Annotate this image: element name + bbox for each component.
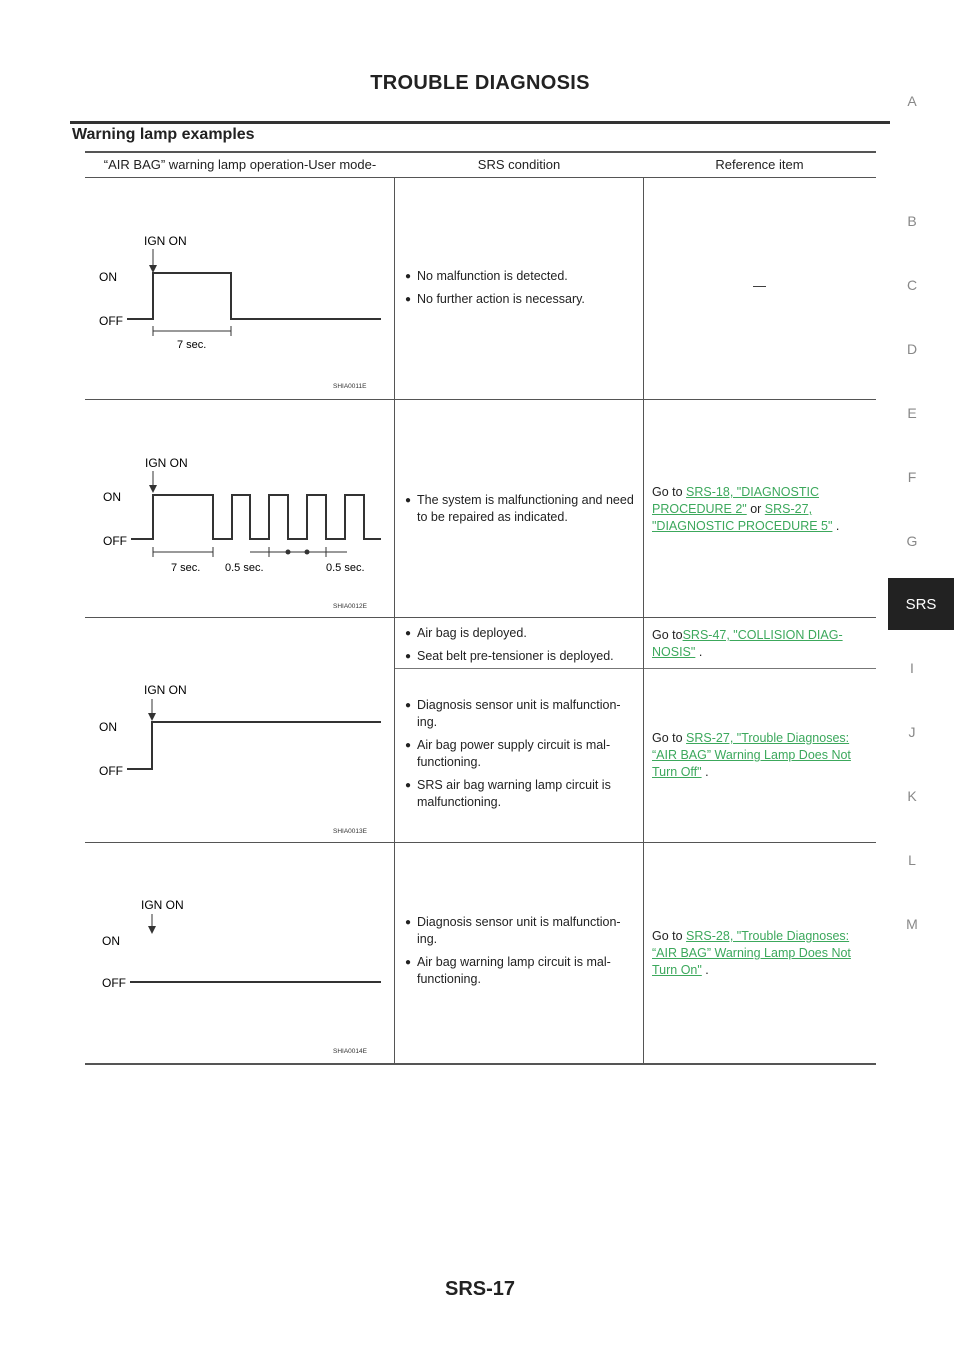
reference-link[interactable]: SRS-18, "DIAGNOSTIC PROCEDURE 2": [652, 485, 819, 516]
reference-cell-3b: Go to SRS-27, "Trouble Diagnoses: “AIR B…: [652, 731, 851, 779]
side-index-j[interactable]: J: [908, 724, 916, 740]
row-divider: [85, 842, 876, 843]
page-title: TROUBLE DIAGNOSIS: [370, 72, 590, 94]
side-index-l[interactable]: L: [908, 852, 916, 868]
condition-cell-4: Diagnosis sensor unit is malfunction-ing…: [405, 914, 635, 994]
condition-item: Air bag warning lamp circuit is mal-func…: [405, 954, 635, 988]
figure-code: SHIA0013E: [333, 828, 367, 835]
condition-item: Seat belt pre-tensioner is deployed.: [405, 648, 635, 665]
waveform-flashing: IGN ON ON OFF 7 sec. 0.5 sec. 0.5 sec.: [103, 456, 381, 574]
side-index-f[interactable]: F: [907, 469, 917, 485]
section-heading: Warning lamp examples: [72, 126, 255, 143]
condition-item: Air bag power supply circuit is mal-func…: [405, 737, 635, 771]
off-label: OFF: [103, 534, 127, 548]
ign-on-label: IGN ON: [144, 234, 187, 248]
condition-item: No further action is necessary.: [405, 291, 635, 308]
side-index-b[interactable]: B: [907, 213, 917, 229]
side-index-i[interactable]: I: [910, 660, 914, 676]
reference-link[interactable]: SRS-47, "COLLISION DIAG-NOSIS": [652, 628, 843, 659]
off-label: OFF: [99, 764, 123, 778]
on-label: ON: [99, 270, 117, 284]
ign-on-label: IGN ON: [144, 683, 187, 697]
ign-on-label: IGN ON: [141, 898, 184, 912]
waveform-stays-on: IGN ON ON OFF: [99, 683, 381, 778]
condition-item: Diagnosis sensor unit is malfunction-ing…: [405, 697, 635, 731]
header-lamp-operation: “AIR BAG” warning lamp operation-User mo…: [103, 157, 377, 172]
table-header-rule: [85, 177, 876, 178]
warning-lamp-table: “AIR BAG” warning lamp operation-User mo…: [85, 151, 876, 1065]
on-label: ON: [99, 720, 117, 734]
side-index-a[interactable]: A: [907, 93, 917, 109]
side-index-m[interactable]: M: [906, 916, 918, 932]
reference-link[interactable]: SRS-27, "Trouble Diagnoses: “AIR BAG” Wa…: [652, 731, 851, 779]
duration-label: 7 sec.: [177, 339, 206, 351]
on-label: ON: [102, 934, 120, 948]
figure-code: SHIA0011E: [333, 383, 367, 390]
condition-cell-3b: Diagnosis sensor unit is malfunction-ing…: [405, 697, 635, 817]
row-divider: [85, 617, 876, 618]
reference-none: —: [753, 278, 766, 293]
figure-code: SHIA0014E: [333, 1048, 367, 1055]
lamp-diagram-4: IGN ON ON OFF SHIA0014E: [85, 843, 390, 1063]
side-index-srs-active[interactable]: SRS: [888, 578, 954, 630]
condition-cell-3a: Air bag is deployed. Seat belt pre-tensi…: [405, 625, 635, 671]
row-divider: [85, 399, 876, 400]
side-index-d[interactable]: D: [906, 341, 918, 357]
side-index-g[interactable]: G: [906, 533, 918, 549]
condition-item: Diagnosis sensor unit is malfunction-ing…: [405, 914, 635, 948]
duration-label: 0.5 sec.: [326, 562, 365, 574]
side-index: A B C D E F G SRS I J K L M: [888, 0, 960, 1358]
waveform-steady-7s: IGN ON ON OFF 7 sec.: [99, 234, 381, 351]
lamp-diagram-3: IGN ON ON OFF SHIA0013E: [85, 618, 390, 842]
header-reference-item: Reference item: [715, 157, 804, 172]
condition-item: The system is malfunctioning and need to…: [405, 492, 635, 526]
side-index-k[interactable]: K: [907, 788, 917, 804]
waveform-stays-off: IGN ON ON OFF: [102, 898, 381, 990]
reference-cell-4: Go to SRS-28, "Trouble Diagnoses: “AIR B…: [652, 929, 851, 977]
header-srs-condition: SRS condition: [477, 157, 561, 172]
on-label: ON: [103, 490, 121, 504]
reference-link[interactable]: SRS-27, "DIAGNOSTIC PROCEDURE 5": [652, 502, 833, 533]
title-rule: [70, 121, 890, 124]
page-number: SRS-17: [444, 1278, 516, 1300]
reference-cell-2: Go to SRS-18, "DIAGNOSTIC PROCEDURE 2" o…: [652, 485, 840, 533]
lamp-diagram-2: IGN ON ON OFF 7 sec. 0.5 sec. 0.5 sec. S…: [85, 400, 390, 617]
duration-label: 0.5 sec.: [225, 562, 264, 574]
table-bottom-rule: [85, 1063, 876, 1065]
arrow-down-icon: [149, 265, 157, 273]
condition-cell-1: No malfunction is detected. No further a…: [405, 268, 635, 314]
ign-on-label: IGN ON: [145, 456, 188, 470]
side-index-e[interactable]: E: [907, 405, 917, 421]
duration-label: 7 sec.: [171, 562, 200, 574]
arrow-down-icon: [149, 485, 157, 493]
arrow-down-icon: [148, 713, 156, 721]
figure-code: SHIA0012E: [333, 603, 367, 610]
row-sub-divider: [395, 668, 876, 669]
off-label: OFF: [102, 976, 126, 990]
lamp-diagram-1: IGN ON ON OFF 7 sec. SHIA0011E: [85, 178, 390, 399]
column-divider: [394, 177, 395, 1065]
condition-item: Air bag is deployed.: [405, 625, 635, 642]
condition-cell-2: The system is malfunctioning and need to…: [405, 492, 635, 532]
arrow-down-icon: [148, 926, 156, 934]
reference-link[interactable]: SRS-28, "Trouble Diagnoses: “AIR BAG” Wa…: [652, 929, 851, 977]
table-top-rule: [85, 151, 876, 153]
column-divider: [643, 177, 644, 1065]
reference-cell-3a: Go toSRS-47, "COLLISION DIAG-NOSIS" .: [652, 628, 843, 659]
condition-item: SRS air bag warning lamp circuit is malf…: [405, 777, 635, 811]
condition-item: No malfunction is detected.: [405, 268, 635, 285]
off-label: OFF: [99, 314, 123, 328]
side-index-c[interactable]: C: [906, 277, 918, 293]
